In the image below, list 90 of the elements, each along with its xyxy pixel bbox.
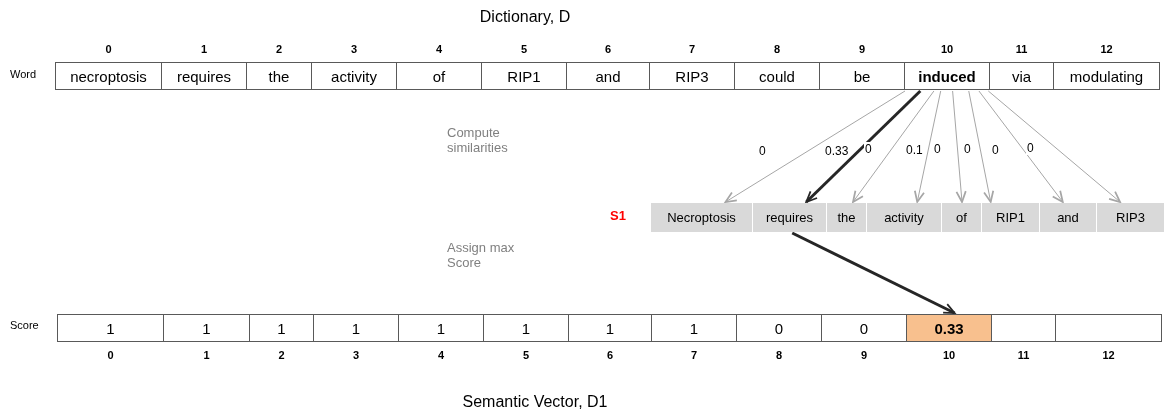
- index-number: 8: [772, 43, 782, 55]
- arrow: [805, 89, 922, 204]
- index-number: 7: [689, 349, 699, 361]
- word-text: be: [853, 67, 871, 85]
- word-text: Necroptosis: [667, 210, 736, 225]
- token-cell: [827, 203, 867, 232]
- index-number: 12: [1101, 349, 1116, 361]
- index-number: 3: [349, 43, 359, 55]
- index-number: 4: [434, 43, 444, 55]
- edge-label: 0: [933, 142, 942, 156]
- edge-label: 0.1: [905, 143, 924, 157]
- index-number: 8: [774, 349, 784, 361]
- index-number: 9: [857, 43, 867, 55]
- word-text: the: [268, 67, 290, 85]
- word-text: RIP1: [507, 67, 541, 85]
- token-cell: [651, 203, 753, 232]
- score-value: 1: [521, 319, 531, 337]
- token-cell: [942, 203, 982, 232]
- index-number: 7: [687, 43, 697, 55]
- score-value: 1: [605, 319, 615, 337]
- diagram-caption: Semantic Vector, D1: [461, 393, 609, 411]
- arrow: [724, 90, 906, 203]
- arrow: [968, 90, 995, 203]
- word-text: of: [432, 67, 446, 85]
- arrow: [852, 90, 935, 203]
- word-text: RIP3: [1116, 210, 1145, 225]
- index-number: 11: [1016, 349, 1031, 361]
- index-number: 5: [519, 43, 529, 55]
- edge-label: 0: [1026, 141, 1035, 155]
- score-value: 1: [106, 319, 115, 337]
- edge-label: 0.33: [824, 144, 850, 158]
- edge-label: 0: [758, 144, 767, 158]
- index-number: 6: [603, 43, 613, 55]
- index-number: 2: [277, 349, 286, 361]
- sentence-label: S1: [610, 208, 626, 223]
- index-number: 3: [351, 349, 361, 361]
- word-text: and: [1057, 210, 1079, 225]
- arrow: [914, 90, 942, 203]
- token-cell: [867, 203, 942, 232]
- arrow: [952, 90, 967, 203]
- word-text: activity: [884, 210, 924, 225]
- edge-label: 0: [963, 142, 972, 156]
- word-text: could: [759, 67, 795, 85]
- edge-label: 0: [864, 142, 873, 156]
- index-number: 2: [274, 43, 284, 55]
- row-label: Score: [10, 319, 39, 331]
- index-number: 10: [941, 349, 957, 361]
- edge-label: 0: [991, 143, 1000, 157]
- step-note: Compute similarities: [447, 125, 509, 155]
- word-text: induced: [918, 67, 976, 85]
- word-text: RIP1: [996, 210, 1025, 225]
- word-text: modulating: [1069, 67, 1144, 85]
- word-text: necroptosis: [70, 67, 147, 85]
- word-text: RIP3: [675, 67, 709, 85]
- index-number: 10: [939, 43, 955, 55]
- word-text: the: [837, 210, 856, 225]
- score-value: 1: [202, 319, 211, 337]
- arrow: [978, 90, 1064, 203]
- score-value: 0.33: [934, 319, 964, 337]
- index-number: 6: [605, 349, 615, 361]
- index-number: 4: [436, 349, 446, 361]
- index-number: 0: [106, 349, 115, 361]
- index-number: 5: [521, 349, 531, 361]
- word-text: requires: [176, 67, 232, 85]
- word-text: of: [956, 210, 967, 225]
- word-text: activity: [331, 67, 377, 85]
- index-number: 1: [199, 43, 209, 55]
- row-label: Word: [10, 68, 37, 80]
- score-value: 1: [351, 319, 361, 337]
- score-value: 1: [689, 319, 699, 337]
- token-cell: [1097, 203, 1165, 232]
- word-text: and: [595, 67, 621, 85]
- index-number: 11: [1014, 43, 1029, 55]
- arrow: [791, 231, 956, 315]
- step-note: Assign max Score: [447, 240, 516, 270]
- word-text: requires: [766, 210, 813, 225]
- word-text: via: [1011, 67, 1032, 85]
- arrow: [987, 90, 1121, 203]
- index-number: 1: [202, 349, 211, 361]
- diagram-title: Dictionary, D: [478, 8, 572, 26]
- index-number: 9: [859, 349, 869, 361]
- index-number: 12: [1099, 43, 1114, 55]
- token-cell: [753, 203, 827, 232]
- token-cell: [982, 203, 1040, 232]
- score-value: 1: [277, 319, 286, 337]
- index-number: 0: [104, 43, 113, 55]
- score-value: 0: [774, 319, 784, 337]
- token-cell: [1040, 203, 1097, 232]
- score-value: 0: [859, 319, 869, 337]
- score-value: 1: [436, 319, 446, 337]
